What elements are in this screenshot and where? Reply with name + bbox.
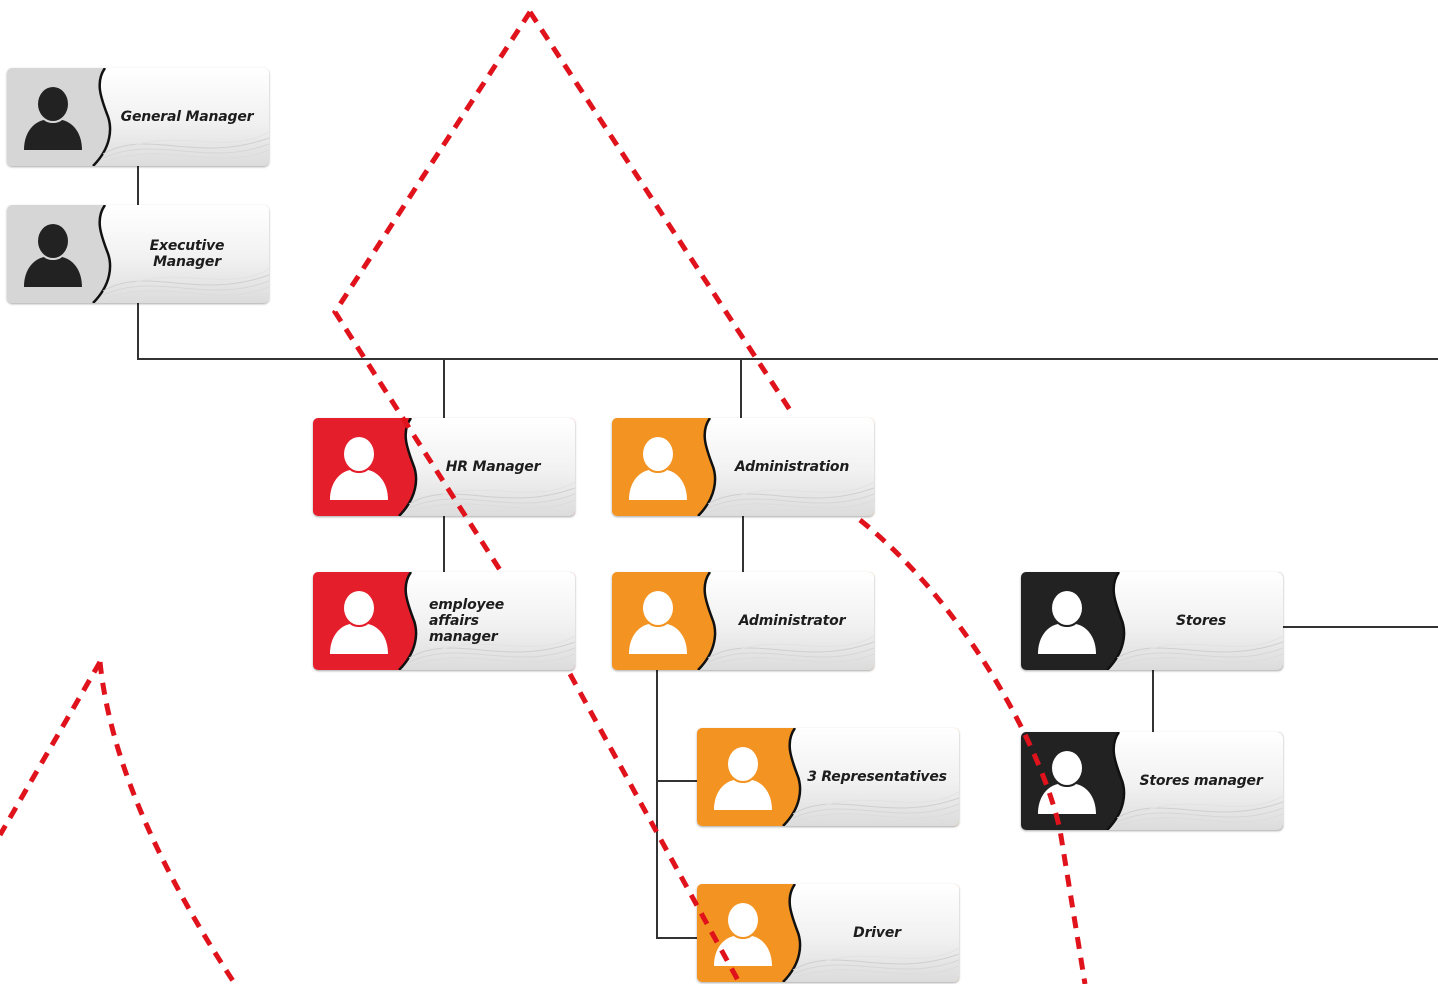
node-title: 3 Representatives	[807, 769, 947, 785]
node-title: Driver	[853, 925, 901, 941]
connector-em-bus	[137, 302, 1438, 360]
node-title: Administrator	[738, 613, 846, 629]
node-stores-manager[interactable]: Stores manager	[1021, 732, 1283, 830]
person-icon	[1038, 751, 1096, 814]
person-icon	[714, 747, 772, 810]
node-title: HR Manager	[445, 459, 541, 475]
node-stores[interactable]: Stores	[1021, 572, 1283, 670]
person-icon	[330, 591, 388, 654]
node-general-manager[interactable]: General Manager	[7, 68, 269, 166]
node-title: Stores manager	[1139, 773, 1263, 789]
person-icon	[1038, 591, 1096, 654]
connector-administrator-reps	[656, 669, 697, 782]
node-title: General Manager	[120, 109, 254, 125]
person-icon	[330, 437, 388, 500]
node-title: employee affairs manager	[429, 597, 505, 645]
node-employee-affairs-manager[interactable]: employee affairs manager	[313, 572, 575, 670]
node-driver[interactable]: Driver	[697, 884, 959, 982]
person-icon	[24, 87, 82, 150]
node-card-background	[7, 68, 269, 166]
person-icon	[714, 903, 772, 966]
node-executive-manager[interactable]: Executive Manager	[7, 205, 269, 303]
node-title: Administration	[734, 459, 850, 475]
node-representatives[interactable]: 3 Representatives	[697, 728, 959, 826]
node-hr-manager[interactable]: HR Manager	[313, 418, 575, 516]
person-icon	[629, 591, 687, 654]
node-title: Stores	[1176, 613, 1226, 629]
node-title: Executive Manager	[149, 238, 225, 270]
person-icon	[24, 224, 82, 287]
node-administration[interactable]: Administration	[612, 418, 874, 516]
person-icon	[629, 437, 687, 500]
node-administrator[interactable]: Administrator	[612, 572, 874, 670]
connector-administrator-driver	[656, 781, 697, 939]
